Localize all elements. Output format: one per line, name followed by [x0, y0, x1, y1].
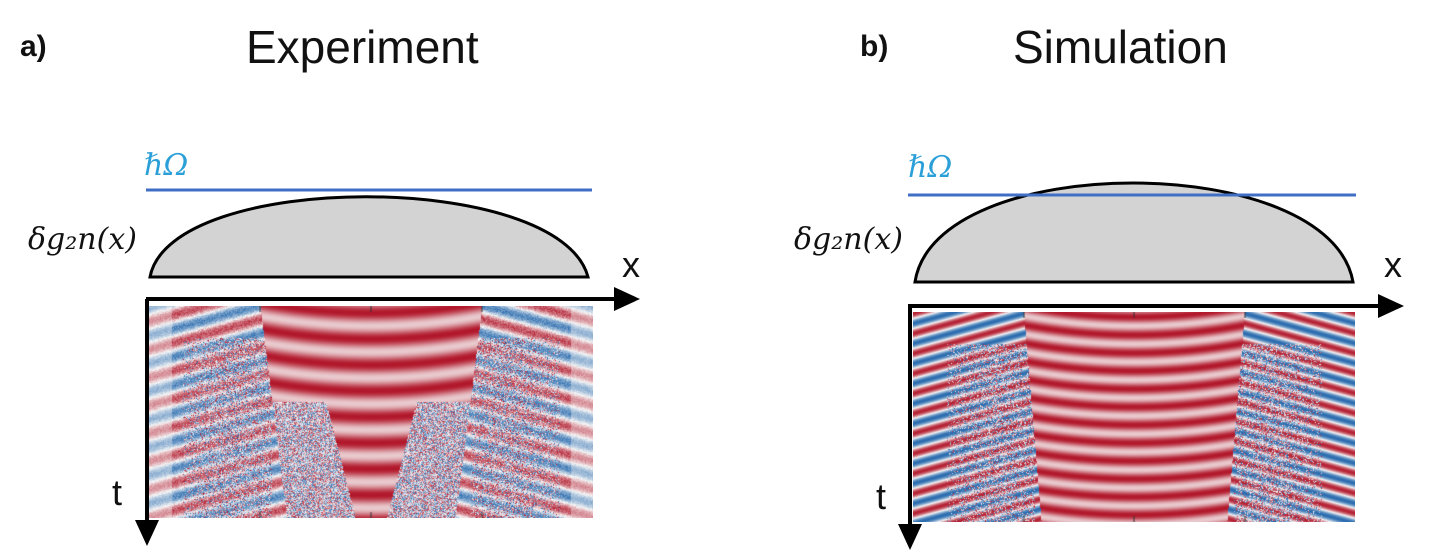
density-label: δg₂n(x): [794, 222, 903, 257]
panel-title: Experiment: [246, 21, 479, 73]
x-axis-arrow: [1378, 294, 1404, 318]
hbar-omega-label: ℏΩ: [908, 150, 953, 185]
x-axis-label: x: [622, 244, 640, 285]
profile-and-axes: [135, 188, 640, 546]
profile-and-axes: [898, 181, 1404, 550]
density-profile: [148, 195, 590, 279]
t-axis-arrow: [898, 524, 922, 550]
panel-simulation: b) Simulation ℏΩ δg₂n(x) x t: [720, 0, 1440, 554]
density-label: δg₂n(x): [28, 222, 137, 257]
panel-title: Simulation: [1013, 21, 1228, 73]
x-axis-arrow: [614, 287, 640, 311]
t-axis-label: t: [876, 476, 887, 517]
heatmap-experiment: [149, 306, 593, 518]
density-profile: [913, 181, 1355, 284]
t-axis-arrow: [135, 520, 159, 546]
x-axis-label: x: [1384, 244, 1402, 285]
hbar-omega-label: ℏΩ: [144, 148, 189, 183]
panel-letter: b): [860, 30, 889, 63]
heatmap-simulation: [913, 312, 1355, 522]
t-axis-label: t: [112, 472, 123, 513]
panel-experiment: a) Experiment ℏΩ δg₂n(x) x t: [20, 21, 640, 546]
panel-letter: a): [20, 30, 47, 63]
